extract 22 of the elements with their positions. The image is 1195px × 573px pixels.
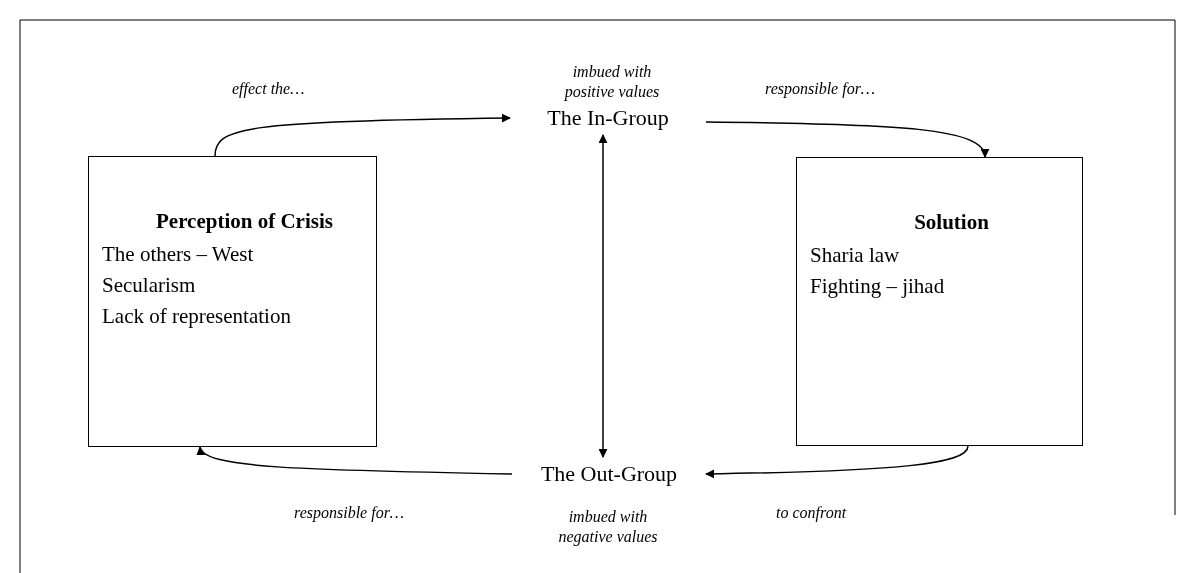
arrow bbox=[598, 134, 608, 458]
edge-label: responsible for… bbox=[765, 79, 876, 99]
box-item: The others – West bbox=[101, 241, 255, 268]
group-description: imbued with positive values bbox=[563, 62, 661, 102]
box-item: Secularism bbox=[101, 272, 197, 299]
edge-label: effect the… bbox=[232, 79, 305, 99]
arrow bbox=[705, 445, 969, 479]
arrow bbox=[199, 446, 513, 475]
arrow bbox=[705, 121, 988, 158]
edge-label: responsible for… bbox=[294, 503, 405, 523]
box-item: Sharia law bbox=[809, 242, 901, 269]
box-heading: Solution bbox=[913, 209, 989, 236]
group-label: The Out-Group bbox=[514, 459, 704, 489]
box-item: Lack of representation bbox=[101, 303, 292, 330]
concept-box bbox=[88, 156, 377, 447]
concept-box bbox=[796, 157, 1083, 446]
box-heading: Perception of Crisis bbox=[155, 208, 333, 235]
box-item: Fighting – jihad bbox=[809, 273, 946, 300]
group-label: The In-Group bbox=[512, 103, 704, 133]
group-description: imbued with negative values bbox=[557, 507, 659, 547]
edge-label: to confront bbox=[776, 503, 847, 523]
arrow bbox=[214, 113, 511, 157]
